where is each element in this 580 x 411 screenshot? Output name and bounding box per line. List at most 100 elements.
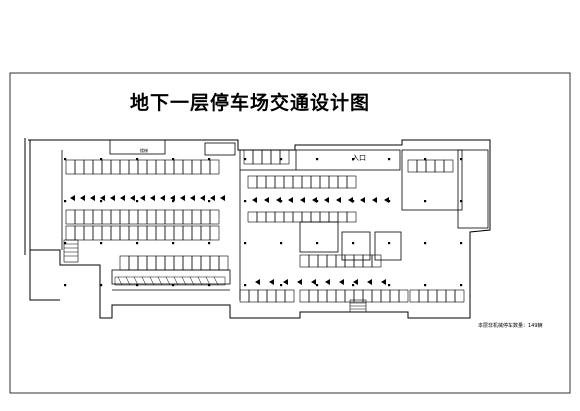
column [280, 200, 283, 203]
parking-bay [146, 225, 157, 241]
parking-bay [101, 225, 112, 241]
column [388, 158, 391, 161]
column [316, 158, 319, 161]
stair-label: 楼梯 [140, 147, 148, 153]
parking-bay [83, 209, 94, 225]
column [244, 200, 247, 203]
column [244, 284, 247, 287]
parking-bay [301, 175, 312, 189]
parking-bay [389, 289, 400, 303]
parking-bay [261, 149, 272, 165]
parking-bay [146, 159, 157, 175]
direction-arrow [300, 197, 305, 203]
parking-bay [92, 209, 103, 225]
direction-arrow [348, 197, 353, 203]
parking-bay [335, 289, 346, 303]
parking-bay [200, 255, 211, 271]
parking-bay [128, 225, 139, 241]
direction-arrow [336, 197, 341, 203]
parking-bay [209, 225, 220, 241]
parking-bay [418, 289, 429, 303]
direction-arrow [180, 195, 185, 201]
column [280, 158, 283, 161]
column [352, 242, 355, 245]
direction-arrow [70, 195, 75, 201]
column [64, 284, 67, 287]
column [172, 242, 175, 245]
parking-bay [398, 289, 409, 303]
column [352, 284, 355, 287]
parking-bay [283, 211, 294, 223]
column [280, 242, 283, 245]
parking-bay [173, 209, 184, 225]
parking-bay [445, 289, 456, 303]
parking-bay [279, 149, 290, 165]
parking-bay [454, 289, 465, 303]
direction-arrow [200, 195, 205, 201]
parking-bay [164, 209, 175, 225]
parking-bay [266, 289, 277, 303]
column [388, 284, 391, 287]
parking-bay [182, 225, 193, 241]
parking-bays [65, 149, 465, 303]
parking-bay [443, 159, 454, 173]
parking-bay [425, 159, 436, 173]
parking-bay [239, 289, 250, 303]
column [208, 200, 211, 203]
parking-bay [319, 211, 330, 223]
direction-arrow [312, 197, 317, 203]
parking-bay [337, 211, 348, 223]
parking-bay [110, 225, 121, 241]
parking-bay [191, 255, 202, 271]
direction-arrow [110, 195, 115, 201]
parking-bay [292, 211, 303, 223]
column [136, 242, 139, 245]
column [424, 284, 427, 287]
column [424, 158, 427, 161]
parking-bay [335, 254, 346, 268]
direction-arrow [90, 195, 95, 201]
parking-bay [128, 209, 139, 225]
parking-bay [337, 175, 348, 189]
parking-bay [101, 209, 112, 225]
parking-bay [182, 255, 193, 271]
parking-bay [317, 289, 328, 303]
parking-bay [353, 254, 364, 268]
parking-bay [434, 159, 445, 173]
parking-bay [200, 159, 211, 175]
direction-arrow [190, 195, 195, 201]
parking-bay [74, 225, 85, 241]
direction-arrow [311, 279, 316, 285]
parking-bay [427, 289, 438, 303]
parking-bay [119, 159, 130, 175]
direction-arrow [381, 279, 386, 285]
parking-bay [65, 159, 76, 175]
parking-bay [407, 159, 418, 173]
parking-bay [101, 159, 112, 175]
parking-bay [83, 159, 94, 175]
parking-bay [209, 255, 220, 271]
parking-bay [310, 175, 321, 189]
parking-bay [265, 175, 276, 189]
parking-bay [256, 175, 267, 189]
direction-arrow [80, 195, 85, 201]
parking-bay [173, 159, 184, 175]
column [64, 200, 67, 203]
column [208, 158, 211, 161]
parking-bay [308, 289, 319, 303]
parking-bay [380, 289, 391, 303]
parking-bay [218, 255, 229, 271]
parking-bay [308, 254, 319, 268]
column [100, 284, 103, 287]
parking-bay [182, 209, 193, 225]
parking-bay [275, 289, 286, 303]
ramp [114, 276, 226, 286]
parking-bay [346, 211, 357, 223]
column [424, 242, 427, 245]
parking-bay [128, 159, 139, 175]
column [208, 242, 211, 245]
parking-bay [292, 175, 303, 189]
parking-bay [164, 255, 175, 271]
sheet-border [9, 72, 571, 394]
direction-arrow [140, 195, 145, 201]
